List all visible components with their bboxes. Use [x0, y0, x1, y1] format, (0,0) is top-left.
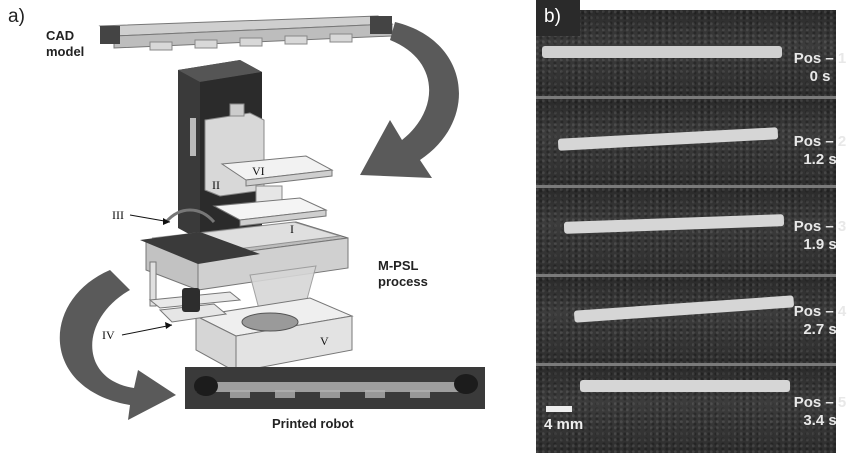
panel-b-label-box: b) — [536, 0, 580, 36]
label-II: II — [212, 178, 220, 192]
panel-a-label: a) — [8, 6, 25, 27]
cad-model-shape — [98, 15, 394, 51]
label-IV: IV — [102, 328, 115, 342]
scale-bar — [546, 406, 572, 412]
label-V: V — [320, 334, 329, 348]
process-line1: M-PSL — [378, 258, 419, 273]
frame-2-pos: Pos – 2 — [793, 133, 847, 150]
panel-b: Pos – 1 0 s Pos – 2 1.2 s Pos – 3 1.9 s … — [536, 0, 846, 453]
panel-b-label: b) — [544, 6, 561, 27]
printer-illustration — [59, 15, 485, 420]
panel-a: a) CAD model — [8, 6, 485, 431]
label-VI: VI — [252, 164, 265, 178]
frame-3-time: 1.9 s — [803, 236, 837, 253]
frame-1-time: 0 s — [809, 68, 831, 85]
process-line2: process — [378, 274, 428, 289]
frame-1: Pos – 1 0 s — [536, 10, 846, 96]
cad-model-label: CAD model — [46, 28, 84, 60]
arrow-cad-to-process — [360, 22, 459, 178]
frame-3: Pos – 3 1.9 s — [536, 188, 846, 274]
frame-5-pos: Pos – 5 — [793, 394, 847, 411]
frame-3-pos: Pos – 3 — [793, 218, 847, 235]
process-label: M-PSL process — [378, 258, 428, 290]
cad-label-line2: model — [46, 44, 85, 59]
label-III: III — [112, 208, 124, 222]
frame-4-pos: Pos – 4 — [793, 303, 847, 320]
frame-4: Pos – 4 2.7 s — [536, 277, 846, 363]
frame-4-time: 2.7 s — [803, 321, 837, 338]
arrow-process-to-robot — [59, 270, 176, 420]
frame-2: Pos – 2 1.2 s — [536, 99, 846, 185]
frame-1-pos: Pos – 1 — [793, 50, 847, 67]
printed-robot-label: Printed robot — [272, 416, 354, 431]
frame-5: 4 mm Pos – 5 3.4 s — [536, 366, 846, 453]
frame-5-time: 3.4 s — [803, 412, 837, 429]
label-I: I — [290, 222, 294, 236]
scale-label: 4 mm — [544, 416, 584, 433]
frame-2-time: 1.2 s — [803, 151, 837, 168]
cad-label-line1: CAD — [46, 28, 75, 43]
